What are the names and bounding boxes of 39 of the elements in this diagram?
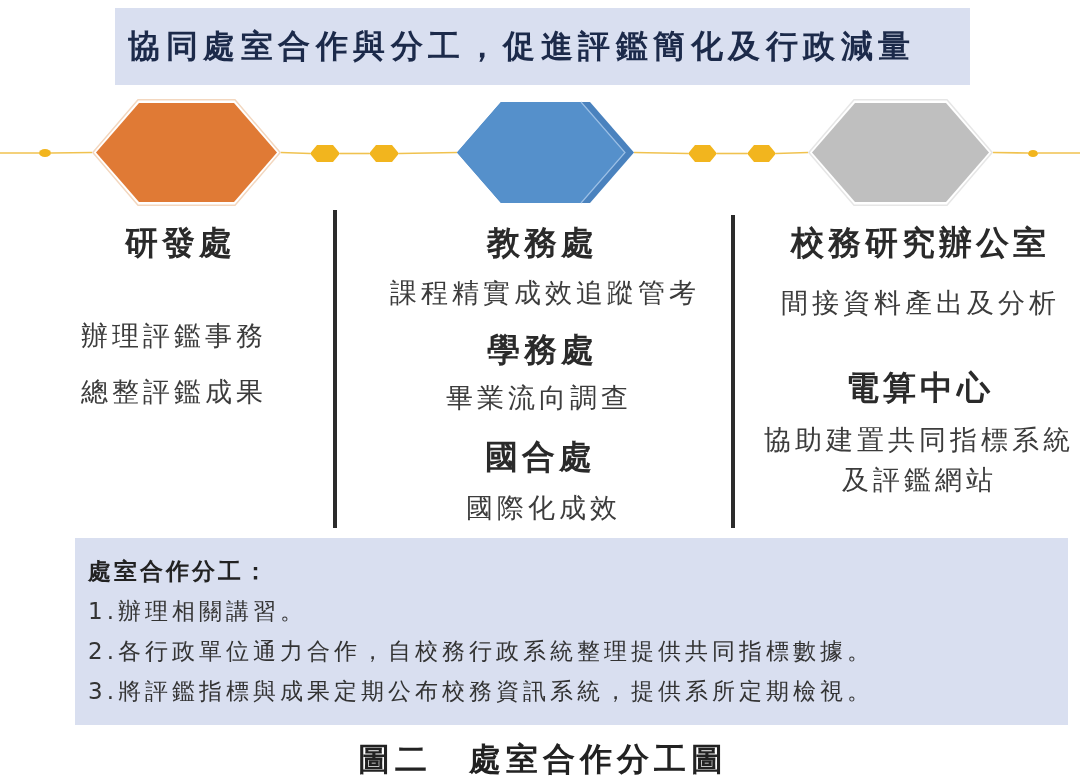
connector-line: [280, 151, 311, 155]
note-item: 1.辦理相關講習。: [88, 597, 307, 626]
large-hexagon: [808, 99, 993, 206]
task-text: 國際化成效: [464, 491, 622, 525]
connector-line: [1037, 152, 1080, 154]
task-text: 協助建置共同指標系統及評鑑網站: [763, 423, 1075, 497]
connector-line: [992, 151, 1029, 154]
unit-heading: 國合處: [483, 436, 597, 478]
connector-line: [398, 151, 458, 155]
connector-line: [50, 151, 93, 154]
note-item: 2.各行政單位通力合作，自校務行政系統整理提供共同指標數據。: [88, 637, 874, 666]
notes-panel: [75, 538, 1068, 725]
task-text: 間接資料產出及分析: [779, 286, 1061, 320]
unit-heading: 學務處: [485, 329, 599, 371]
task-text: 畢業流向調查: [445, 381, 633, 415]
large-hexagon: [457, 102, 634, 203]
notes-heading: 處室合作分工：: [88, 557, 270, 586]
task-text: 辦理評鑑事務: [80, 319, 268, 353]
unit-heading: 教務處: [485, 222, 599, 264]
task-text: 總整評鑑成果: [80, 375, 268, 409]
small-hexagon-icon: [747, 145, 776, 162]
connector-line: [339, 152, 370, 155]
unit-heading: 研發處: [123, 222, 237, 264]
task-text: 課程精實成效追蹤管考: [389, 276, 701, 310]
dot-icon: [39, 149, 51, 157]
small-hexagon-icon: [310, 145, 340, 162]
unit-heading: 校務研究辦公室: [789, 222, 1051, 264]
unit-heading: 電算中心: [845, 367, 995, 409]
connector-line: [716, 152, 748, 155]
title-banner: 協同處室合作與分工，促進評鑑簡化及行政減量: [115, 8, 970, 85]
connector-line: [0, 152, 40, 154]
small-hexagon-icon: [369, 145, 399, 162]
large-hexagon: [92, 99, 281, 206]
connector-line: [775, 151, 809, 155]
connector-line: [633, 151, 689, 155]
figure-caption: 圖二 處室合作分工圖: [356, 742, 729, 777]
note-item: 3.將評鑑指標與成果定期公布校務資訊系統，提供系所定期檢視。: [88, 677, 874, 706]
dot-icon: [1028, 149, 1038, 157]
small-hexagon-icon: [688, 145, 717, 162]
